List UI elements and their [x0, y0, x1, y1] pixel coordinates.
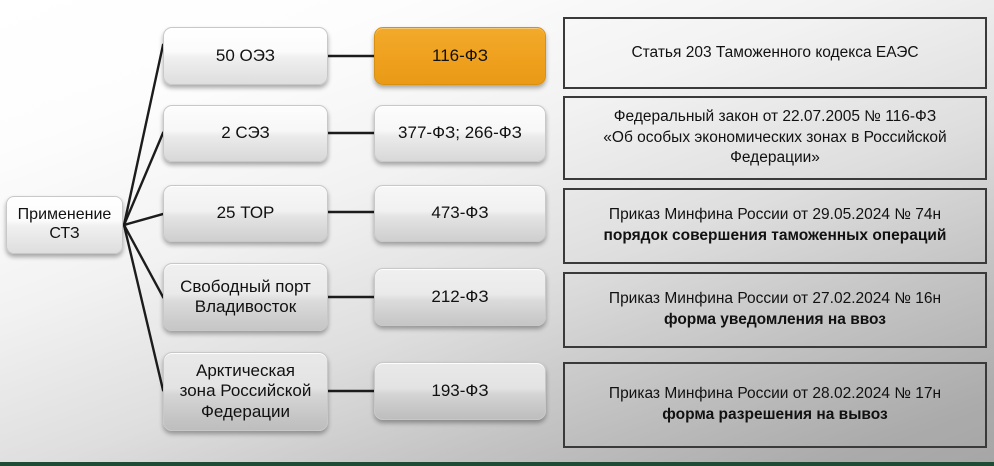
- root-node-label: Применение СТЗ: [17, 206, 112, 242]
- reference-panel-2-line-2: «Об особых экономических зонах в Российс…: [603, 128, 947, 146]
- zone-node-5-label: Арктическая зона Российской Федерации: [179, 361, 312, 421]
- connector-root-to-row3: [122, 212, 165, 227]
- reference-panel-3-line-2: порядок совершения таможенных операций: [603, 227, 947, 244]
- reference-panel-3[interactable]: Приказ Минфина России от 29.05.2024 № 74…: [563, 188, 987, 264]
- connector-root-to-row4: [122, 223, 165, 299]
- reference-panel-5-line-1: Приказ Минфина России от 28.02.2024 № 17…: [608, 385, 942, 403]
- connector-root-to-row1: [122, 43, 165, 227]
- root-node-primenenie-stz[interactable]: Применение СТЗ: [6, 196, 123, 254]
- law-node-2[interactable]: 377-ФЗ; 266-ФЗ: [374, 105, 546, 162]
- zone-node-3-label: 25 ТОР: [216, 203, 275, 223]
- reference-panel-4-line-2: форма уведомления на ввоз: [663, 311, 887, 328]
- zone-node-1[interactable]: 50 ОЭЗ: [163, 27, 328, 85]
- reference-panel-4-line-1: Приказ Минфина России от 27.02.2024 № 16…: [608, 290, 942, 308]
- reference-panel-5-line-2: форма разрешения на вывоз: [662, 406, 888, 423]
- reference-panel-3-line-1: Приказ Минфина России от 29.05.2024 № 74…: [608, 206, 942, 224]
- reference-panel-2-line-3: Федерации»: [730, 149, 820, 167]
- law-node-2-label: 377-ФЗ; 266-ФЗ: [398, 123, 522, 143]
- zone-node-2[interactable]: 2 СЭЗ: [163, 105, 328, 162]
- zone-node-1-label: 50 ОЭЗ: [215, 45, 276, 65]
- law-node-3-label: 473-ФЗ: [431, 203, 489, 223]
- reference-panel-2-line-1: Федеральный закон от 22.07.2005 № 116-ФЗ: [613, 107, 937, 125]
- connector-root-to-row2: [122, 131, 165, 227]
- zone-node-3[interactable]: 25 ТОР: [163, 185, 328, 242]
- zone-node-2-label: 2 СЭЗ: [221, 123, 270, 143]
- law-node-1[interactable]: 116-ФЗ: [374, 27, 546, 85]
- reference-panel-1-line-1: Статья 203 Таможенного кодекса ЕАЭС: [631, 43, 919, 61]
- law-node-5-label: 193-ФЗ: [431, 380, 489, 400]
- reference-panel-1[interactable]: Статья 203 Таможенного кодекса ЕАЭС: [563, 17, 987, 89]
- bottom-accent-strip: [0, 462, 994, 466]
- law-node-1-label: 116-ФЗ: [432, 45, 488, 65]
- law-node-5[interactable]: 193-ФЗ: [374, 362, 546, 420]
- zone-node-4[interactable]: Свободный порт Владивосток: [163, 263, 328, 331]
- connector-root-to-row5: [122, 223, 165, 392]
- law-node-3[interactable]: 473-ФЗ: [374, 185, 546, 242]
- zone-node-5[interactable]: Арктическая зона Российской Федерации: [163, 352, 328, 431]
- law-node-4[interactable]: 212-ФЗ: [374, 268, 546, 326]
- reference-panel-2[interactable]: Федеральный закон от 22.07.2005 № 116-ФЗ…: [563, 96, 987, 180]
- zone-node-4-label: Свободный порт Владивосток: [180, 276, 311, 316]
- reference-panel-4[interactable]: Приказ Минфина России от 27.02.2024 № 16…: [563, 272, 987, 348]
- reference-panel-5[interactable]: Приказ Минфина России от 28.02.2024 № 17…: [563, 362, 987, 448]
- law-node-4-label: 212-ФЗ: [431, 286, 489, 306]
